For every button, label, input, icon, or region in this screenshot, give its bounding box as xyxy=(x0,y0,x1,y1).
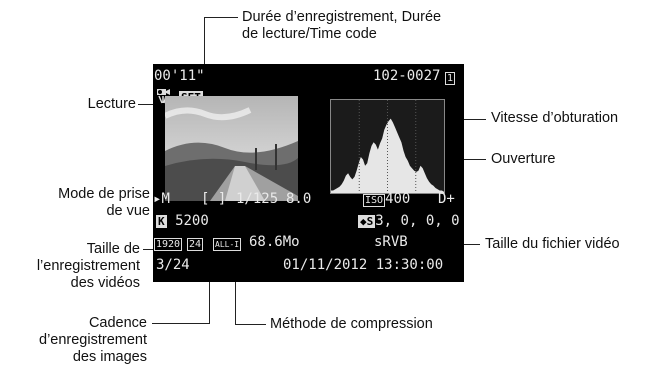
aperture-value: 8.0 xyxy=(286,191,312,207)
callout-aperture: Ouverture xyxy=(491,151,556,167)
histogram-area xyxy=(331,118,444,193)
movie-mode-symbol: ▸ xyxy=(153,191,162,207)
callout-frame-rate: Cadence d’enregistrement des images xyxy=(39,315,147,366)
picture-style-values: 3, 0, 0, 0 xyxy=(375,213,460,229)
callout-duration: Durée d’enregistrement, Durée de lecture… xyxy=(242,9,441,43)
callout-video-size: Taille de l’enregistrement des vidéos xyxy=(37,241,140,292)
compression-icon: ALL-I xyxy=(213,238,242,251)
callout-compression: Méthode de compression xyxy=(270,316,433,332)
shooting-mode: M xyxy=(161,191,170,207)
leader-duration-vertical xyxy=(204,17,205,65)
color-temperature: 5200 xyxy=(175,213,209,229)
callout-video-size-line-3: des vidéos xyxy=(70,275,140,291)
callout-lecture: Lecture xyxy=(87,96,136,112)
shutter-speed: 1/125 xyxy=(236,191,279,207)
brightness-histogram xyxy=(330,99,445,194)
folder-file-number: 102-0027 xyxy=(373,68,441,84)
callout-duration-line-2: de lecture/Time code xyxy=(242,26,377,42)
capture-datetime: 01/11/2012 13:30:00 xyxy=(283,257,444,273)
callout-filesize: Taille du fichier vidéo xyxy=(485,236,620,252)
leader-compression-horizontal xyxy=(235,324,266,325)
callout-duration-line-1: Durée d’enregistrement, Durée xyxy=(242,9,442,25)
callout-shutter: Vitesse d’obturation xyxy=(491,110,619,126)
highlight-tone-priority: D+ xyxy=(438,191,455,207)
callout-frame-rate-line-2: d’enregistrement xyxy=(39,332,147,348)
callout-frame-rate-line-1: Cadence xyxy=(88,315,147,331)
iso-value: 400 xyxy=(385,191,411,207)
white-balance: K 5200 xyxy=(156,213,209,229)
wb-kelvin-icon: K xyxy=(156,215,167,228)
frame-rate-icon: 24 xyxy=(187,238,204,251)
image-counter: 3/24 xyxy=(156,257,190,273)
protect-icon-label: 1 xyxy=(445,72,456,85)
callout-video-size-line-2: l’enregistrement xyxy=(36,258,140,274)
callout-mode: Mode de prise de vue xyxy=(58,186,150,220)
frame-rate: 24 xyxy=(187,235,204,251)
picture-style-icon: ◆S xyxy=(358,215,376,228)
compression-method: ALL-I xyxy=(213,235,242,251)
histogram-graph xyxy=(331,100,444,193)
protect-icon: 1 xyxy=(445,69,456,85)
recording-duration: 00'11" xyxy=(154,68,205,84)
leader-lecture xyxy=(138,104,158,105)
af-frame-icon: [ ] xyxy=(201,191,227,207)
movie-file-size: 68.6Mo xyxy=(249,234,300,250)
movie-playback-icon[interactable] xyxy=(156,88,178,108)
callout-video-size-line-1: Taille de xyxy=(86,241,140,257)
recording-size: 1920 xyxy=(154,235,183,251)
leader-frame-rate-horizontal xyxy=(152,323,210,324)
color-space: sRVB xyxy=(374,234,408,250)
resolution-icon: 1920 xyxy=(154,238,183,251)
leader-compression-vertical xyxy=(235,256,236,324)
callout-mode-line-1: Mode de prise xyxy=(58,186,150,202)
leader-frame-rate-vertical xyxy=(209,256,210,323)
callout-mode-line-2: de vue xyxy=(106,203,150,219)
iso-icon: ISO xyxy=(363,194,386,207)
shooting-mode-icon: ▸M xyxy=(153,191,170,207)
camera-lcd-screen: 00'11" 102-0027 1 SET xyxy=(153,64,464,282)
movie-thumbnail xyxy=(165,96,298,201)
callout-frame-rate-line-3: des images xyxy=(72,349,147,365)
leader-duration-horizontal xyxy=(204,17,238,18)
